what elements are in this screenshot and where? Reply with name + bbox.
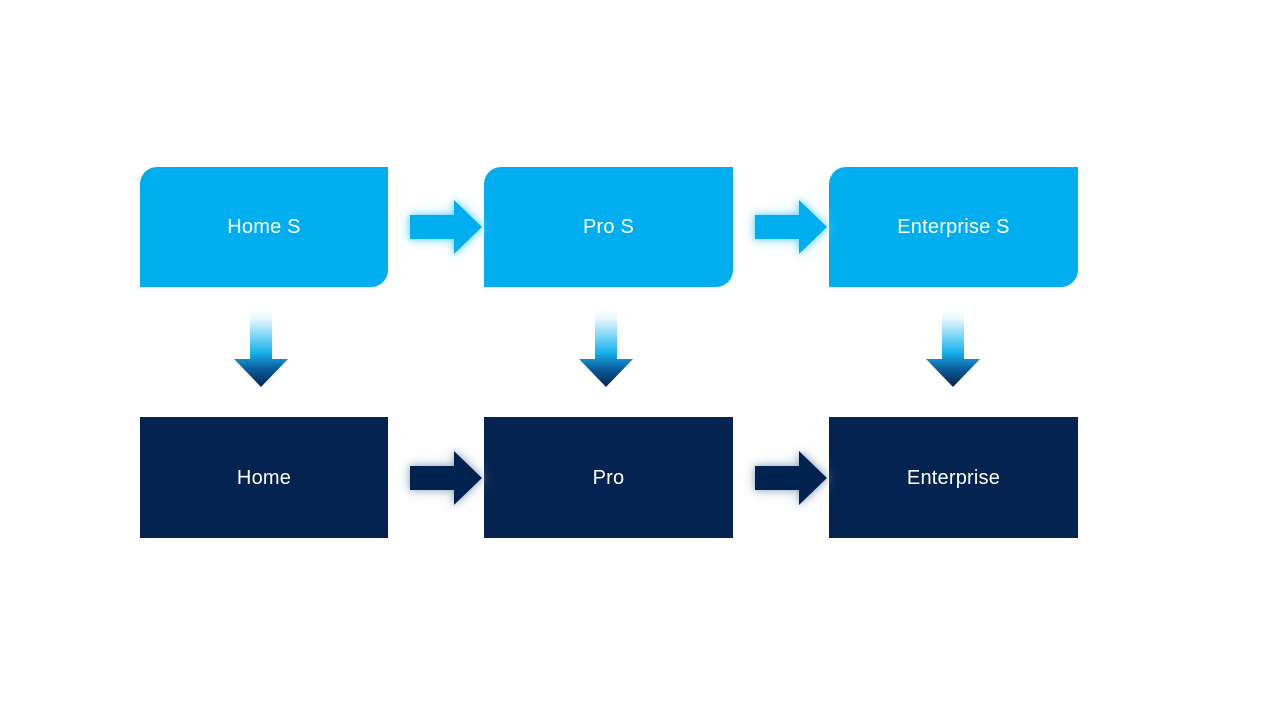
connector-pro-s-to-pro xyxy=(575,307,637,389)
connector-enterprise-s-to-enterprise xyxy=(922,307,984,389)
connector-home-s-to-home xyxy=(230,307,292,389)
right-arrow-icon xyxy=(410,451,482,505)
node-pro[interactable]: Pro xyxy=(484,417,733,538)
node-label: Home S xyxy=(227,216,301,238)
node-label: Pro S xyxy=(582,216,635,238)
connector-home-s-to-pro-s xyxy=(406,196,486,258)
down-arrow-icon xyxy=(926,309,980,387)
node-label: Pro xyxy=(592,466,625,489)
down-arrow-icon xyxy=(579,309,633,387)
node-home-s[interactable]: Home S xyxy=(140,167,388,287)
connector-home-to-pro xyxy=(406,447,486,509)
connector-pro-to-enterprise xyxy=(751,447,831,509)
node-label: Enterprise S xyxy=(897,216,1010,238)
right-arrow-icon xyxy=(755,451,827,505)
right-arrow-icon xyxy=(755,200,827,254)
right-arrow-icon xyxy=(410,200,482,254)
node-pro-s[interactable]: Pro S xyxy=(484,167,733,287)
down-arrow-icon xyxy=(234,309,288,387)
connector-pro-s-to-enterprise-s xyxy=(751,196,831,258)
node-label: Enterprise xyxy=(906,466,1001,489)
node-label: Home xyxy=(236,466,292,489)
node-enterprise[interactable]: Enterprise xyxy=(829,417,1078,538)
node-home[interactable]: Home xyxy=(140,417,388,538)
node-enterprise-s[interactable]: Enterprise S xyxy=(829,167,1078,287)
